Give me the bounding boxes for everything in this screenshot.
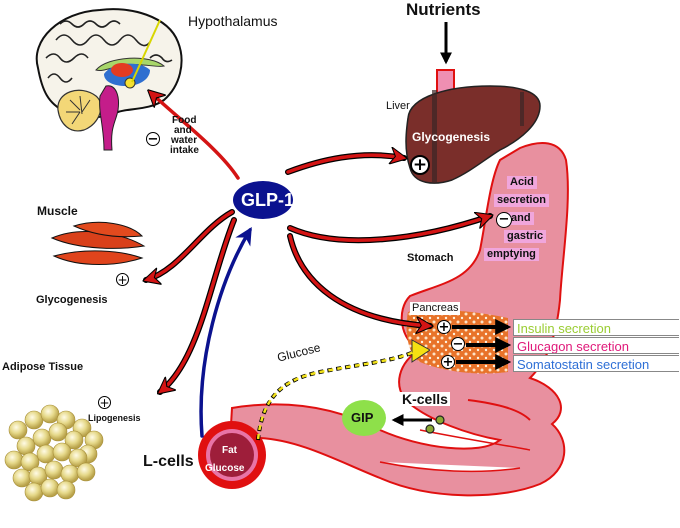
fat-cell [40, 478, 60, 498]
stimulate-symbol-insulin: + [437, 320, 451, 335]
liver-glycogenesis-label: Glycogenesis [412, 130, 491, 144]
glp1-label: GLP-1 [241, 190, 295, 210]
stomach-effect-line-4: gastric [504, 230, 547, 243]
brain-illustration [35, 8, 183, 151]
muscle-glycogenesis-label: Glycogenesis [36, 294, 108, 306]
stomach-effect-line-2: secretion [494, 194, 549, 207]
hypothalamus-label: Hypothalamus [188, 13, 278, 29]
food-water-intake-line-1: Food [172, 115, 197, 126]
pancreas-label: Pancreas [410, 302, 461, 315]
gip-blob [342, 400, 386, 436]
lumen-fat-label: Fat [222, 445, 237, 456]
fat-cell [32, 428, 52, 448]
stimulate-symbol-liver: + [410, 155, 430, 175]
fat-cell [24, 410, 44, 430]
lipogenesis-label: Lipogenesis [88, 413, 141, 423]
glucagon-secretion-label: Glucagon secretion [513, 337, 679, 354]
adipose-illustration [4, 404, 104, 502]
fat-cell [64, 430, 84, 450]
fat-cell [16, 436, 36, 456]
fat-cell [40, 404, 60, 424]
gut-illustration [198, 142, 569, 497]
inhibit-symbol-glucagon: − [451, 337, 465, 352]
stomach-effect-line-1: Acid [507, 176, 537, 189]
l-cells-label: L-cells [142, 453, 195, 470]
intestinal-lumen [210, 433, 254, 477]
arrow-glp1-to-hypothalamus [150, 92, 240, 180]
liver-illustration [405, 69, 541, 184]
food-water-intake-line-2: and [174, 125, 192, 136]
food-water-intake-line-4: intake [170, 145, 199, 156]
inhibit-symbol-food-intake: − [146, 132, 160, 147]
lumen-glucose-label: Glucose [205, 463, 245, 474]
fat-cell [44, 460, 64, 480]
fat-cell [48, 422, 68, 442]
fat-cell [36, 444, 56, 464]
fat-cell [76, 462, 96, 482]
adipose-tissue-label: Adipose Tissue [2, 361, 84, 373]
nutrients-label: Nutrients [406, 0, 481, 19]
fat-cell [8, 420, 28, 440]
fat-cell [56, 480, 76, 500]
fat-cell [20, 452, 40, 472]
fat-cell [68, 448, 88, 468]
liver-label: Liver [386, 100, 410, 112]
stomach-effect-line-3: and [508, 212, 534, 225]
fat-cell [4, 450, 24, 470]
food-water-intake-line-3: water [171, 135, 198, 146]
stimulate-symbol-somatostatin: + [441, 355, 455, 370]
stimulate-symbol-muscle: + [116, 273, 129, 287]
k-cell [435, 415, 445, 425]
glp1-hub [233, 181, 293, 219]
fat-cell [52, 442, 72, 462]
gip-label: GIP [351, 410, 374, 425]
arrow-lcells-to-glp1 [199, 226, 252, 438]
insulin-secretion-label: Insulin secretion [513, 319, 679, 336]
stomach-effect-line-5: emptying [484, 248, 539, 261]
fat-cell [12, 468, 32, 488]
inhibit-symbol-stomach: − [496, 212, 512, 228]
stomach-label: Stomach [406, 252, 455, 265]
fat-cell [24, 482, 44, 502]
somatostatin-secretion-label: Somatostatin secretion [513, 355, 679, 372]
k-cells-label: K-cells [400, 391, 450, 407]
fat-cell [60, 464, 80, 484]
stimulate-symbol-adipose: + [98, 396, 111, 410]
muscle-label: Muscle [37, 204, 78, 218]
k-cell [425, 424, 435, 434]
muscle-illustration [50, 221, 146, 265]
